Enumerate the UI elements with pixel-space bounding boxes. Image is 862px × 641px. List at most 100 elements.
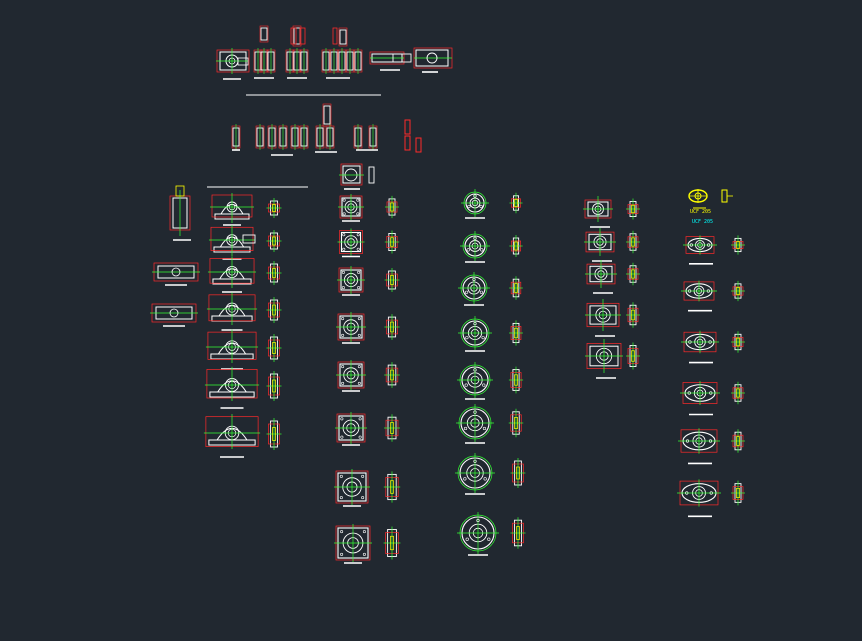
side-view	[731, 480, 745, 506]
side-insert	[390, 422, 394, 434]
side-view	[266, 198, 282, 218]
row2-upper-dim	[322, 103, 332, 127]
square-bolt-hole	[357, 317, 361, 321]
round-bolt-hole	[487, 537, 491, 541]
side-insert	[516, 466, 520, 480]
oval-bolt-hole	[687, 391, 691, 395]
square-bolt-hole	[340, 417, 344, 421]
round-bolt-hole	[480, 248, 484, 252]
side-insert	[390, 480, 394, 494]
side-view	[731, 381, 745, 405]
round-bolt-hole	[482, 426, 487, 431]
row2-red	[404, 135, 411, 151]
square-bolt-hole	[341, 286, 345, 290]
side-view	[266, 261, 282, 285]
side-insert	[514, 417, 518, 429]
side-insert	[514, 327, 518, 339]
top-upper-part	[260, 27, 268, 41]
square-bolt-hole	[356, 198, 360, 202]
oval-flange-column	[677, 235, 745, 518]
top-upper-dim	[292, 25, 302, 47]
side-view	[731, 280, 745, 302]
square-bolt-hole	[358, 417, 362, 421]
side-insert	[631, 204, 635, 214]
square-bolt-hole	[342, 233, 346, 237]
side-view	[510, 458, 526, 488]
square-bolt-hole	[341, 381, 345, 385]
top-drawing-group	[216, 25, 453, 190]
side-view	[266, 230, 282, 252]
round-bolt-hole	[465, 537, 469, 541]
square-bolt-hole	[361, 474, 365, 478]
left-assembly-top	[175, 185, 185, 197]
drawing-label-small: UCF 205	[690, 209, 711, 215]
side-view	[626, 342, 640, 370]
side-insert	[736, 337, 740, 347]
side-insert	[736, 436, 740, 446]
left-shaft-bore	[169, 308, 179, 318]
side-view	[266, 334, 282, 362]
round-bolt-hole	[481, 336, 485, 340]
square-bolt-hole	[356, 247, 360, 251]
side-view	[626, 230, 640, 254]
side-view	[731, 235, 745, 255]
oval-bolt-hole	[689, 243, 693, 247]
pillow-tab	[242, 234, 256, 244]
top-upper-dim	[338, 27, 348, 47]
oval-bolt-hole	[708, 439, 713, 443]
top-side-tab	[237, 57, 249, 66]
row2-upper	[323, 105, 331, 125]
row3-side	[368, 166, 375, 184]
side-view	[508, 366, 524, 394]
side-view	[384, 314, 400, 340]
side-view	[509, 276, 523, 300]
round-flange-column	[455, 189, 526, 556]
square-bolt-hole	[356, 212, 360, 216]
square-bolt-hole	[342, 247, 346, 251]
left-bearing-column	[150, 185, 308, 458]
side-view	[731, 429, 745, 453]
side-view	[384, 414, 400, 442]
top-upper-red	[332, 27, 338, 45]
side-view	[731, 331, 745, 353]
side-view	[383, 526, 401, 560]
side-view	[384, 362, 400, 388]
top-upper-dim	[259, 25, 269, 43]
side-view	[509, 320, 523, 346]
round-bolt-hole	[476, 518, 480, 523]
row3-square	[342, 165, 361, 184]
side-insert	[272, 268, 276, 278]
square-bolt-hole	[357, 381, 361, 385]
square-bolt-hole	[358, 435, 362, 439]
round-bolt-hole	[473, 368, 477, 372]
round-bolt-hole	[479, 290, 484, 294]
square-bolt-hole	[362, 552, 366, 556]
side-view	[626, 198, 640, 220]
round-bolt-hole	[473, 410, 477, 414]
side-insert	[736, 388, 740, 398]
square-bolt-hole	[341, 317, 345, 321]
square-bolt-hole	[339, 474, 343, 478]
square-bolt-hole	[341, 365, 345, 369]
left-shaft-bore	[171, 267, 181, 277]
oval-bolt-hole	[685, 491, 689, 495]
row2-red	[415, 137, 422, 153]
square-bolt-hole	[341, 270, 345, 274]
round-bolt-hole	[473, 322, 477, 326]
side-insert	[272, 236, 276, 246]
side-insert	[736, 487, 740, 499]
square-bolt-hole	[357, 365, 361, 369]
square-bolt-hole	[361, 496, 365, 500]
round-bolt-hole	[467, 204, 471, 209]
square-bolt-hole	[341, 333, 345, 337]
side-insert	[514, 283, 518, 293]
side-insert	[631, 350, 635, 362]
side-view	[266, 297, 282, 323]
square-bolt-hole	[362, 530, 366, 534]
side-view	[626, 302, 640, 328]
side-view	[385, 195, 399, 219]
side-view	[384, 230, 400, 254]
round-bolt-hole	[479, 204, 483, 209]
round-bolt-hole	[473, 459, 477, 463]
